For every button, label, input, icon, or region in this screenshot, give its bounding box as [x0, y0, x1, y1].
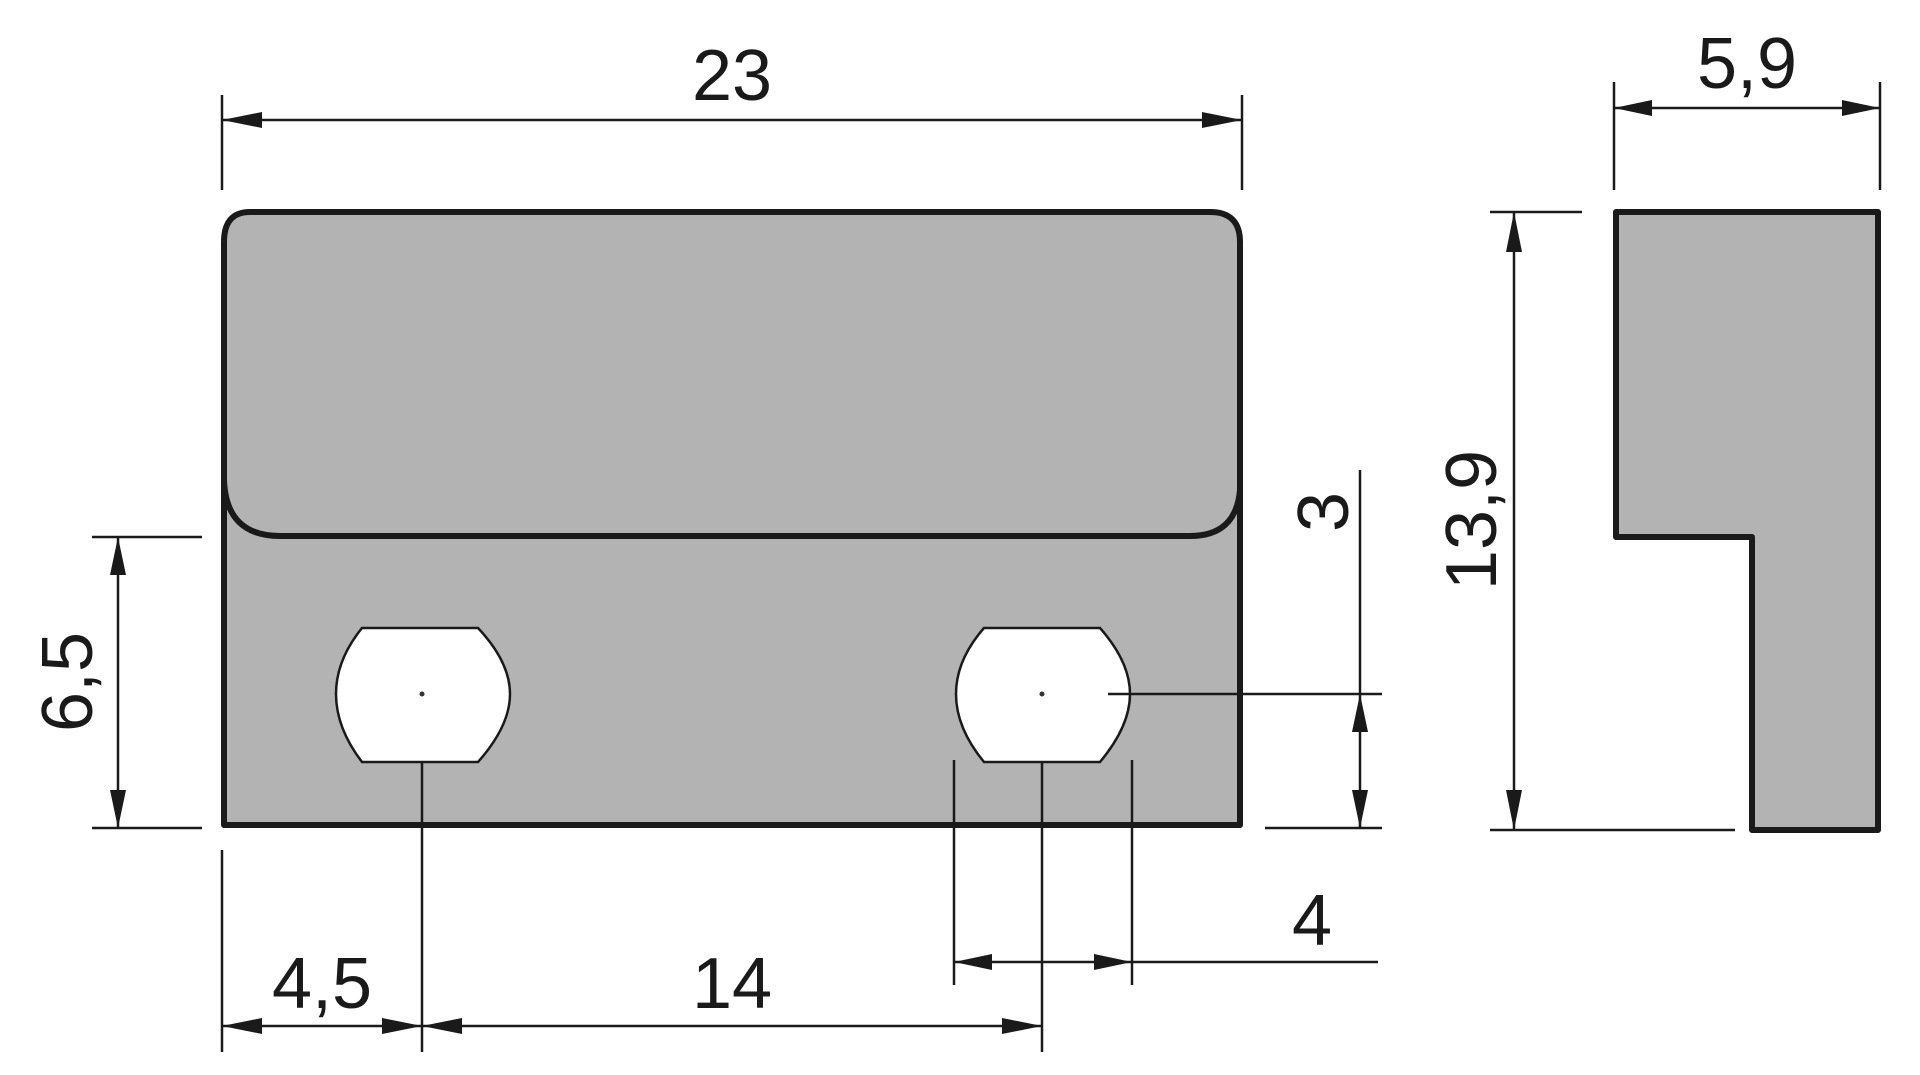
hole-center-right: [1039, 691, 1045, 697]
dimension-label-lower-height: 6,5: [28, 632, 108, 732]
dimension-side-height: 13,9: [1432, 210, 1735, 832]
hole-center-left: [419, 691, 425, 697]
dimension-label-side-depth: 5,9: [1697, 24, 1797, 104]
dimension-label-hole-spacing: 14: [692, 944, 772, 1024]
dimension-bottom-chain: 4,5 14: [220, 762, 1044, 1052]
dimension-label-hole-center-height: 3: [1284, 492, 1364, 532]
dimension-overall-width: 23: [220, 36, 1244, 190]
dimension-label-hole-width: 4: [1292, 881, 1332, 961]
dimension-label-left-offset: 4,5: [272, 944, 372, 1024]
dimension-side-depth: 5,9: [1612, 24, 1882, 190]
dimension-label-side-height: 13,9: [1432, 450, 1512, 590]
side-view-outline: [1613, 209, 1881, 833]
side-view: [1613, 209, 1881, 833]
dimension-hole-center-height: 3: [1108, 470, 1382, 830]
dimension-label-overall-width: 23: [692, 36, 772, 116]
front-view: [221, 209, 1243, 828]
dimension-lower-height: 6,5: [28, 535, 202, 830]
dimension-hole-width: 4: [952, 760, 1378, 985]
front-view-step-line: [221, 479, 1243, 539]
